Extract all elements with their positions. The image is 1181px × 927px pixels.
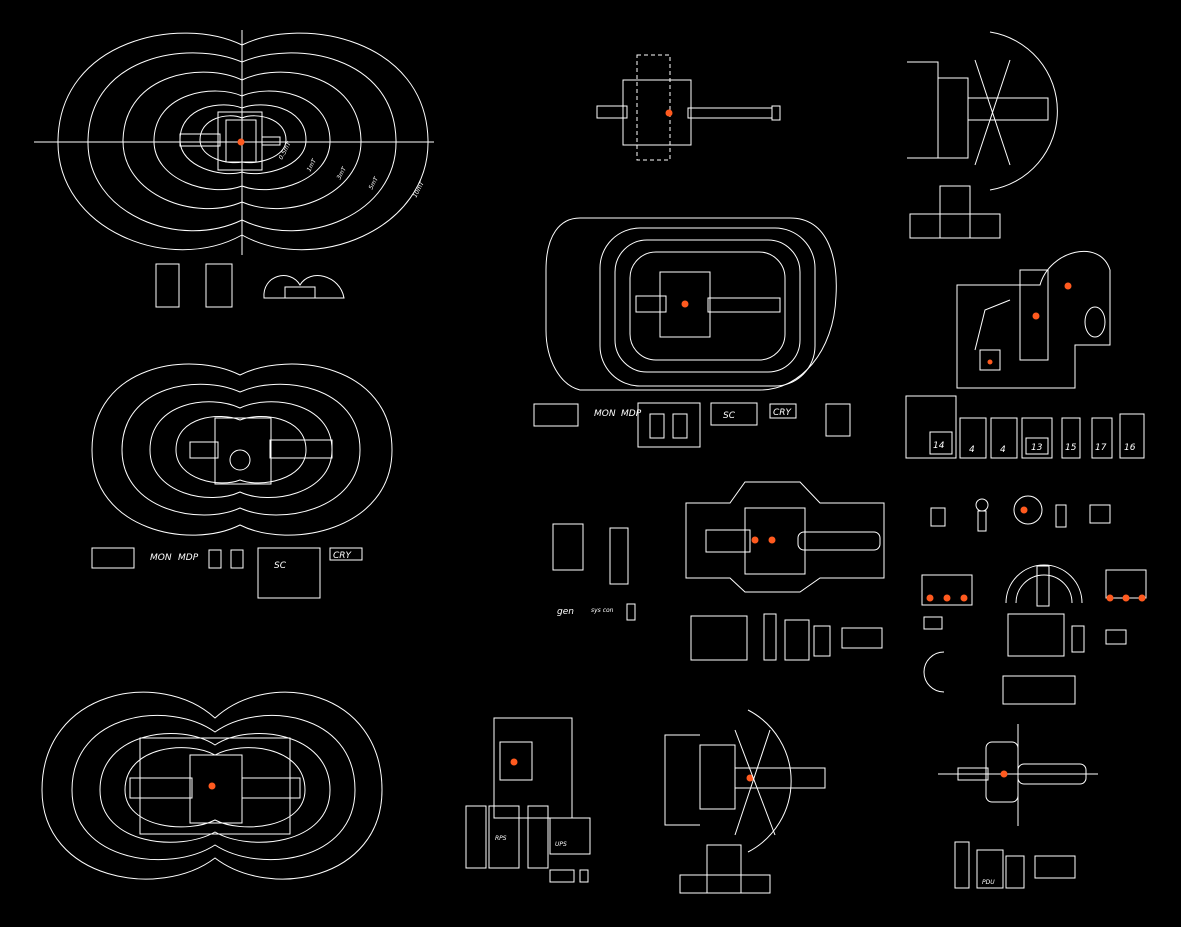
- label-rps: RPS: [495, 835, 507, 842]
- cell-4a: 4: [969, 445, 975, 455]
- equipment-symbols-right: [921, 495, 1147, 705]
- equipment-stack-bottom-center: RPS UPS: [465, 717, 591, 883]
- label-mon-2: MON: [594, 409, 616, 419]
- legend-row-center: MON MDP SC CRY: [533, 402, 851, 448]
- svg-text:5mT: 5mT: [368, 175, 381, 191]
- label-ups: UPS: [555, 841, 567, 848]
- stray-field-plan-top-left: 0.5mT 1mT 3mT 5mT 10mT: [34, 30, 434, 255]
- label-sys-con: sys con: [591, 607, 614, 614]
- magnet-plan-middle: [685, 481, 885, 593]
- room-section-bottom-center: [664, 709, 826, 894]
- label-mon: MON: [150, 553, 172, 563]
- room-section-top-right: [907, 31, 1058, 239]
- small-legend-middle: gen sys con: [552, 523, 636, 621]
- label-sc-2: SC: [723, 411, 736, 421]
- svg-text:10mT: 10mT: [412, 179, 427, 199]
- equipment-room-plan-right: [956, 250, 1111, 389]
- room-plan-center: [545, 217, 837, 391]
- label-pdu: PDU: [982, 879, 995, 886]
- label-mdp: MDP: [178, 553, 199, 563]
- numbered-cabinet-row: 14 4 4 13 15 17 16: [905, 395, 1145, 459]
- legend-cabinets-top-left: [155, 263, 345, 308]
- stray-field-plan-mid-left: [91, 363, 393, 536]
- cell-13: 13: [1031, 443, 1043, 453]
- magnet-side-view-bottom-right: PDU: [938, 724, 1098, 889]
- label-cry: CRY: [333, 551, 353, 561]
- magnet-side-view-top-center: [596, 54, 781, 161]
- label-mdp-2: MDP: [621, 409, 642, 419]
- cell-14: 14: [933, 441, 945, 451]
- cell-15: 15: [1065, 443, 1077, 453]
- label-gen: gen: [557, 607, 574, 617]
- cell-4b: 4: [1000, 445, 1006, 455]
- label-cry-2: CRY: [773, 408, 793, 418]
- stray-field-plan-bottom-left: [41, 691, 383, 880]
- legend-row-mid-left: MON MDP SC CRY: [91, 547, 363, 599]
- cabinet-row-middle: [690, 613, 883, 661]
- label-sc: SC: [274, 561, 287, 571]
- cell-16: 16: [1124, 443, 1136, 453]
- cell-17: 17: [1095, 443, 1107, 453]
